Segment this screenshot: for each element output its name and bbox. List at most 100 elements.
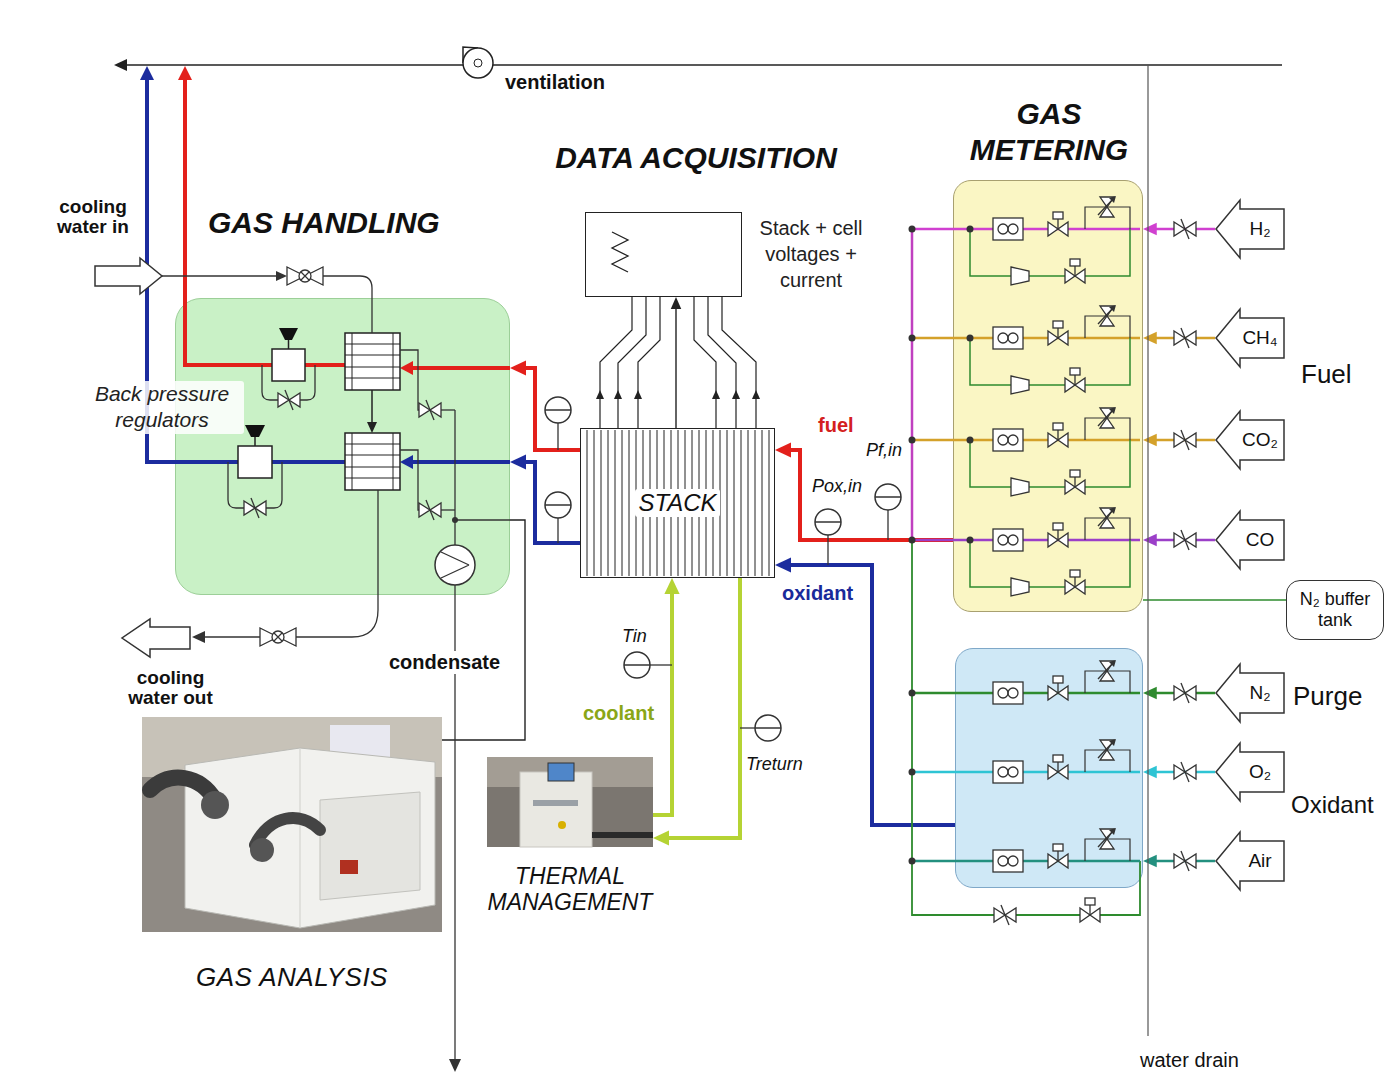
check-valve bbox=[994, 905, 1016, 925]
section-heading: THERMAL MANAGEMENT bbox=[467, 863, 673, 916]
gas-name: N₂ bbox=[1249, 682, 1270, 704]
relief-valve bbox=[1098, 739, 1116, 760]
connector-group bbox=[775, 442, 953, 540]
arrowhead bbox=[449, 1059, 461, 1072]
temperature-gauge bbox=[624, 652, 650, 678]
gas-source-arrow: CH₄ bbox=[1215, 308, 1285, 368]
gauge-stem bbox=[827, 535, 828, 565]
drain-label: water drain bbox=[1140, 1049, 1239, 1072]
valve-symbol bbox=[1048, 321, 1068, 345]
text-holder: oxidant bbox=[782, 582, 853, 605]
text-holder: THERMAL MANAGEMENT bbox=[467, 863, 673, 916]
bypass-valve bbox=[278, 390, 300, 410]
arrowhead bbox=[192, 631, 205, 643]
signal-arrow bbox=[752, 390, 760, 399]
text-holder: water drain bbox=[1140, 1049, 1239, 1072]
check-valve bbox=[1174, 430, 1196, 450]
text-holder: GAS ANALYSIS bbox=[142, 962, 442, 993]
arrowhead bbox=[510, 454, 526, 469]
junction-dot bbox=[909, 690, 916, 697]
relief-valve bbox=[1098, 305, 1116, 326]
gas-name: O₂ bbox=[1249, 761, 1271, 783]
junction-dot bbox=[909, 769, 916, 776]
gas-source-arrow: CO bbox=[1215, 510, 1285, 570]
oxidant-exhaust-line bbox=[272, 460, 345, 464]
relief-valve bbox=[1098, 660, 1116, 681]
text-holder: Tin bbox=[622, 626, 647, 647]
data-acquisition-box: DATA ACQUISITIONStack + cell voltages + … bbox=[585, 212, 742, 297]
check-valve bbox=[1174, 683, 1196, 703]
section-heading: GAS HANDLING bbox=[208, 206, 528, 240]
tank-label: N₂ buffer tank bbox=[1292, 589, 1378, 630]
sensor-label: Tin bbox=[622, 626, 647, 647]
text-holder: O₂ bbox=[1215, 742, 1285, 802]
group-label: Purge bbox=[1293, 681, 1373, 712]
text-holder: GAS METERING bbox=[954, 96, 1144, 168]
gas-line bbox=[912, 692, 1140, 695]
sensor-label: Treturn bbox=[746, 754, 803, 775]
junction-dot bbox=[967, 335, 974, 342]
check-valve bbox=[1174, 762, 1196, 782]
arrowhead bbox=[400, 361, 413, 375]
junction-dot bbox=[909, 335, 916, 342]
stream-label: condensate bbox=[386, 651, 503, 674]
text-holder: Pf,in bbox=[866, 440, 902, 461]
gas-line bbox=[912, 860, 1140, 863]
valve-symbol bbox=[1065, 470, 1085, 494]
fuel-exhaust-line bbox=[185, 78, 272, 365]
text-holder: N₂ bbox=[1215, 663, 1285, 723]
stream-label: cooling water out bbox=[118, 668, 223, 708]
relief-valve bbox=[1098, 407, 1116, 428]
group-label: Fuel bbox=[1301, 359, 1381, 390]
connector bbox=[521, 368, 580, 450]
text-holder: Oxidant bbox=[1291, 791, 1383, 819]
pump-symbol bbox=[435, 545, 475, 585]
condensate-line bbox=[454, 410, 455, 545]
mass-flow-controller bbox=[993, 850, 1023, 872]
drain-valve bbox=[419, 500, 441, 520]
text-holder: fuel bbox=[818, 414, 854, 437]
arrowhead bbox=[1143, 855, 1157, 868]
text-holder: DATA ACQUISITION bbox=[506, 141, 886, 175]
text-holder: N₂ buffer tank bbox=[1287, 581, 1383, 639]
fuel-exhaust-line bbox=[410, 366, 510, 370]
valve-symbol bbox=[1080, 898, 1100, 922]
connector-group bbox=[1143, 600, 1286, 601]
text-holder: Back pressure regulators bbox=[80, 381, 244, 434]
valve-symbol bbox=[1048, 523, 1068, 547]
gas-line bbox=[912, 771, 1140, 774]
text-holder: CO₂ bbox=[1215, 410, 1285, 470]
ball-valve bbox=[260, 628, 296, 646]
back-pressure-regulator bbox=[272, 328, 305, 381]
arrowhead bbox=[114, 59, 127, 71]
arrow-outline-path bbox=[1216, 664, 1284, 722]
cooling-link bbox=[371, 390, 373, 424]
arrowhead bbox=[510, 360, 526, 375]
purge-manifold bbox=[912, 540, 1140, 915]
check-valve bbox=[1174, 851, 1196, 871]
valve-symbol bbox=[1065, 259, 1085, 283]
stack-label: STACK bbox=[635, 489, 719, 517]
text-holder: condensate bbox=[386, 651, 503, 674]
mass-flow-controller bbox=[993, 327, 1023, 349]
arrow-outline-path bbox=[1216, 411, 1284, 469]
gas-source-arrow: H₂ bbox=[1215, 199, 1285, 259]
arrowhead bbox=[1143, 766, 1157, 779]
valve-symbol bbox=[1048, 844, 1068, 868]
valve-symbol bbox=[1048, 423, 1068, 447]
connector-group bbox=[671, 297, 682, 428]
pressure-gauge bbox=[545, 397, 571, 423]
valve-symbol bbox=[1065, 570, 1085, 594]
connector bbox=[653, 589, 672, 815]
section-heading: GAS METERING bbox=[954, 96, 1144, 168]
arrowhead bbox=[178, 66, 192, 80]
stream-label: cooling water in bbox=[45, 197, 141, 237]
check-valve bbox=[1174, 530, 1196, 550]
sample-line bbox=[455, 519, 510, 520]
text-holder: GAS HANDLING bbox=[208, 206, 528, 240]
connector bbox=[521, 462, 580, 543]
junction-dot bbox=[909, 437, 916, 444]
gauge-stem bbox=[740, 727, 755, 728]
junction-dot bbox=[909, 537, 916, 544]
